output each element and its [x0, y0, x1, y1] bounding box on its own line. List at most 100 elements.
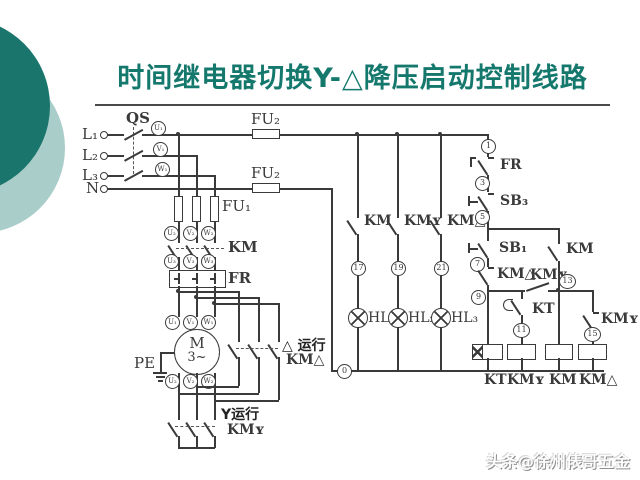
- fuse-fu1-2: [192, 196, 201, 222]
- sb3-actuator-bar: [468, 196, 470, 206]
- tag-v2: V₂: [183, 226, 198, 241]
- sb3-actuator-stem: [468, 201, 478, 203]
- motor: M 3~: [174, 329, 220, 375]
- tag-w2: W₂: [201, 226, 216, 241]
- lamp3-wire-top: [440, 134, 442, 218]
- wire-tap1: [178, 291, 239, 293]
- num-circle-13: 13: [559, 274, 576, 289]
- wire-seg: [196, 286, 198, 317]
- km-hold-wire2: [558, 261, 560, 344]
- wire-bottom-bus: [331, 370, 604, 372]
- sb1-actuator-stem: [468, 248, 478, 250]
- fr-nc-blade: [477, 160, 489, 176]
- ground-bar-1: [153, 372, 167, 374]
- lamp1-contact-blade: [346, 220, 358, 236]
- label-km-delta: KM△: [286, 352, 325, 368]
- lamp3-wire-bottom: [440, 234, 442, 371]
- sb1-actuator-bar: [468, 243, 470, 253]
- wire-seg: [178, 257, 180, 271]
- label-qs: QS: [126, 109, 150, 127]
- fr-heater-tick: [174, 278, 179, 280]
- watermark: 头条@徐州俵哥五金: [485, 452, 630, 471]
- fuse-fu2-bottom: [252, 183, 280, 193]
- lamp-hl3: [431, 308, 451, 328]
- label-fu1: FU₁: [222, 197, 252, 215]
- label-delta-run: △ 运行: [282, 338, 326, 354]
- km-hold-blade: [547, 246, 559, 262]
- motor-term-v1: V₁: [183, 315, 198, 330]
- sb1-blade: [477, 243, 489, 259]
- label-l2: L₂: [82, 146, 98, 164]
- motor-term-w2: W₂: [201, 374, 216, 389]
- wire-tap1v: [238, 291, 240, 342]
- label-coil-km: KM: [549, 372, 577, 388]
- label-kmy-nc: KMʏ: [601, 311, 639, 327]
- wire-l1b: [142, 134, 487, 136]
- num-circle-5: 5: [475, 210, 490, 225]
- label-km-y: KMʏ: [227, 422, 265, 438]
- tag-w1: W₁: [155, 162, 170, 177]
- km-delta-linkage: [236, 348, 278, 349]
- coil-stub: [592, 358, 594, 370]
- wire-seg: [238, 357, 240, 386]
- pe-wire-v: [160, 352, 162, 372]
- km-y-blade-1: [167, 422, 179, 438]
- km-y-linkage: [175, 426, 215, 427]
- motor-term-u1: U₁: [165, 315, 180, 330]
- lamp1-wire-bottom: [357, 234, 359, 371]
- junction: [355, 132, 359, 136]
- tag-u3: U₃: [164, 254, 179, 269]
- wire-seg: [214, 373, 216, 420]
- kmd-branch-wire: [592, 290, 594, 312]
- tag-u2: U₂: [164, 226, 179, 241]
- lamp1-wire-top: [357, 134, 359, 218]
- wire-n: [107, 188, 332, 190]
- label-coil-kmy: KMʏ: [507, 372, 545, 388]
- km-y-blade-3: [203, 422, 215, 438]
- label-coil-kt: KT: [484, 372, 507, 388]
- fr-nc-tick: [488, 157, 494, 159]
- junction: [395, 132, 399, 136]
- coil-stub: [487, 358, 489, 370]
- label-fr-main: FR: [228, 269, 252, 287]
- kmdelta-nc-tick: [488, 267, 494, 269]
- label-fu2-bottom: FU₂: [251, 164, 281, 182]
- fr-symbol-h: [470, 157, 476, 159]
- kmdelta-nc-blade: [477, 270, 489, 286]
- wire-l1a: [107, 134, 124, 136]
- sb3-blade: [477, 196, 489, 212]
- lamp1-contact-label: KM: [364, 213, 392, 229]
- wire-cross2: [178, 393, 259, 395]
- wire-cross1: [196, 386, 239, 388]
- num-circle-3: 3: [475, 176, 490, 191]
- wire-tap3v: [278, 303, 280, 342]
- ground-bar-3: [158, 380, 163, 382]
- label-coil-km-delta: KM△: [579, 372, 618, 388]
- tag-u1: U₁: [151, 121, 166, 136]
- qs-linkage: [133, 127, 134, 174]
- label-km-hold: KM: [566, 241, 594, 257]
- wire-seg: [258, 357, 260, 393]
- lamp-hl1: [348, 308, 368, 328]
- motor-phase: 3~: [187, 350, 207, 365]
- tag-w3: W₃: [201, 254, 216, 269]
- wire-seg: [214, 436, 216, 448]
- label-hl3: HL₃: [451, 310, 479, 326]
- fr-heater-tick: [210, 278, 215, 280]
- wire-drop-u: [178, 134, 180, 243]
- ctrl-wire: [487, 285, 489, 344]
- label-kmdelta-nc: KM△: [497, 266, 536, 282]
- label-fu2-top: FU₂: [251, 110, 281, 128]
- wire-tap3: [214, 303, 279, 305]
- fr-heater-tick: [192, 278, 197, 280]
- num-circle-11: 11: [513, 323, 530, 338]
- coil-stub: [558, 358, 560, 370]
- num-circle-0: 0: [337, 364, 352, 379]
- wire-seg: [178, 286, 180, 317]
- wire-tap2v: [258, 297, 260, 342]
- kmy-no-blade: [526, 282, 550, 292]
- wire-seg: [178, 436, 180, 448]
- wire-rung: [487, 290, 525, 292]
- ctrl-wire: [487, 211, 489, 241]
- label-l3: L₃: [82, 166, 98, 184]
